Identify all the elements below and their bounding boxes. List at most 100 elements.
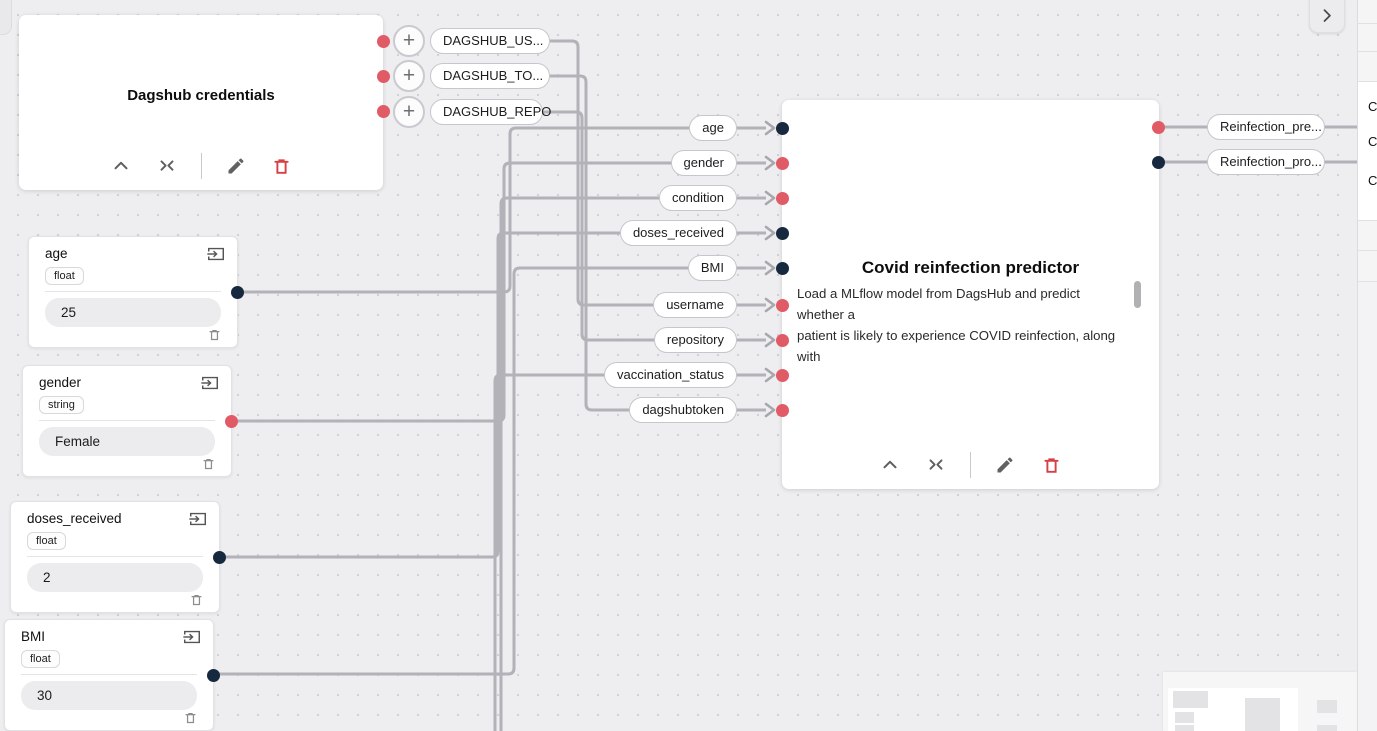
edge-label-username[interactable]: username [653,292,737,318]
add-connection-button-1[interactable]: + [393,25,425,57]
port-input-age[interactable] [776,122,789,135]
predictor-node[interactable]: Covid reinfection predictor Load a MLflo… [782,100,1159,489]
collapse-node-button[interactable] [878,453,902,477]
delete-card-button[interactable] [207,327,223,343]
type-badge: string [39,396,84,414]
edge-label-reinfection-pre[interactable]: Reinfection_pre... [1207,114,1325,140]
right-panel-row [1358,24,1377,52]
minimap[interactable] [1163,672,1357,731]
port-input-condition[interactable] [776,192,789,205]
port-card-age[interactable] [231,286,244,299]
right-panel-node-fragment: C C C [1358,82,1377,221]
clipped-label: C [1368,173,1377,188]
minimap-node [1317,700,1337,713]
edge-label-doses-received[interactable]: doses_received [619,220,737,246]
toolbar-divider [200,153,202,179]
port-input-username[interactable] [776,299,789,312]
card-divider [39,420,215,421]
input-icon[interactable] [205,244,227,264]
input-card-doses-received[interactable]: doses_received float 2 [10,501,226,613]
right-panel-row [1358,251,1377,282]
port-input-doses-received[interactable] [776,227,789,240]
collapse-ports-button[interactable] [924,453,948,477]
minimap-node [1245,698,1280,731]
edge-label-condition[interactable]: condition [658,185,737,211]
collapse-ports-button[interactable] [155,154,179,178]
collapse-left-panel-button[interactable] [0,0,12,35]
minimap-node [1175,725,1194,731]
port-credentials-dagshub-to[interactable] [377,70,390,83]
value-field[interactable]: 25 [45,298,221,327]
value-field[interactable]: 2 [27,563,203,592]
input-card-gender[interactable]: gender string Female [22,365,238,477]
input-card-age[interactable]: age float 25 [28,236,244,348]
wire-vaccination-status [493,373,766,731]
credentials-node[interactable]: Dagshub credentials [19,15,383,190]
port-card-bmi[interactable] [207,669,220,682]
delete-node-button[interactable] [270,154,294,178]
port-credentials-dagshub-repo[interactable] [377,105,390,118]
port-card-doses-received[interactable] [213,551,226,564]
edge-label-reinfection-pro[interactable]: Reinfection_pro... [1207,149,1325,175]
edit-node-button[interactable] [993,453,1017,477]
delete-card-button[interactable] [189,592,205,608]
value-field[interactable]: Female [39,427,215,456]
right-panel-row [1358,0,1377,24]
port-input-vaccination-status[interactable] [776,369,789,382]
description-line-1: Load a MLflow model from DagsHub and pre… [797,286,1080,322]
edge-label-dagshubtoken[interactable]: dagshubtoken [629,397,737,423]
port-credentials-dagshub-us[interactable] [377,35,390,48]
right-panel-clipped[interactable]: C C C [1357,0,1377,731]
input-icon[interactable] [187,509,209,529]
port-input-gender[interactable] [776,157,789,170]
add-connection-button-2[interactable]: + [393,60,425,92]
edge-label-gender[interactable]: gender [670,150,737,176]
type-badge: float [21,650,60,668]
minimap-node [1173,691,1208,708]
collapse-node-button[interactable] [109,154,133,178]
expand-right-panel-button[interactable] [1309,0,1345,33]
add-connection-button-3[interactable]: + [393,96,425,128]
delete-card-button[interactable] [201,456,217,472]
port-output-reinfection-pro[interactable] [1152,156,1165,169]
input-card-title: BMI [21,629,46,644]
card-divider [21,674,197,675]
value-field[interactable]: 30 [21,681,197,710]
wire-doses-received [220,231,766,559]
description-line-2: patient is likely to experience COVID re… [797,328,1116,364]
edit-node-button[interactable] [224,154,248,178]
credentials-node-title: Dagshub credentials [127,87,275,104]
port-card-gender[interactable] [225,415,238,428]
description-scrollbar[interactable] [1134,281,1141,308]
edge-label-dagshub-to[interactable]: DAGSHUB_TO... [430,63,550,89]
clipped-label: C [1368,99,1377,114]
type-badge: float [45,267,84,285]
predictor-node-description: Load a MLflow model from DagsHub and pre… [797,283,1129,367]
delete-node-button[interactable] [1039,453,1063,477]
input-icon[interactable] [199,373,221,393]
delete-card-button[interactable] [183,710,199,726]
predictor-node-toolbar [782,451,1159,479]
input-card-title: age [45,246,68,261]
wire-arrowheads [764,120,776,418]
port-output-reinfection-pre[interactable] [1152,121,1165,134]
edge-label-dagshub-us[interactable]: DAGSHUB_US... [430,28,550,54]
port-input-repository[interactable] [776,334,789,347]
edge-label-dagshub-repo[interactable]: DAGSHUB_REPO [430,99,551,125]
input-card-bmi[interactable]: BMI float 30 [4,619,220,731]
input-icon[interactable] [181,627,203,647]
edge-label-repository[interactable]: repository [653,327,737,353]
credentials-node-toolbar [19,152,383,180]
card-divider [45,291,221,292]
toolbar-divider [970,452,971,478]
edge-label-bmi[interactable]: BMI [687,255,737,281]
right-panel-row [1358,52,1377,82]
wire-dagshubtoken [550,74,766,412]
port-input-bmi[interactable] [776,262,789,275]
edge-label-age[interactable]: age [689,115,737,141]
chevron-right-icon [1323,9,1331,22]
edge-label-vaccination-status[interactable]: vaccination_status [604,362,737,388]
port-input-dagshubtoken[interactable] [776,404,789,417]
